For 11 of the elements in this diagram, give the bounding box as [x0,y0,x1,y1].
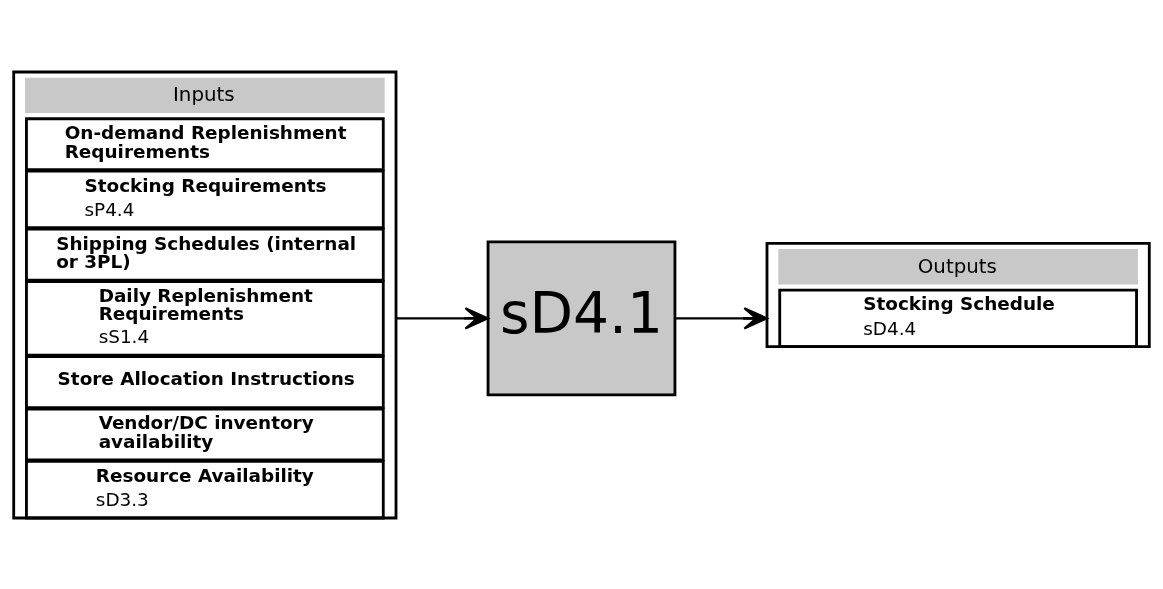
arrow [396,306,490,330]
node-box: Stocking Requirements sP4.4 [25,169,385,229]
node-box: On-demand Replenishment Requirements [25,116,385,171]
node-box: Daily Replenishment Requirements sS1.4 [25,279,385,357]
node-box: Vendor/DC inventory availability [25,407,385,461]
arrow [675,306,769,330]
node-box: Store Allocation Instructions [25,354,385,409]
node-box: Resource Availability sD3.3 [25,459,385,519]
node-box: Shipping Schedules (internal or 3PL) [25,227,385,282]
node-box: sD4.1 [486,240,677,396]
node-box: Stocking Schedule sD4.4 [778,288,1138,348]
